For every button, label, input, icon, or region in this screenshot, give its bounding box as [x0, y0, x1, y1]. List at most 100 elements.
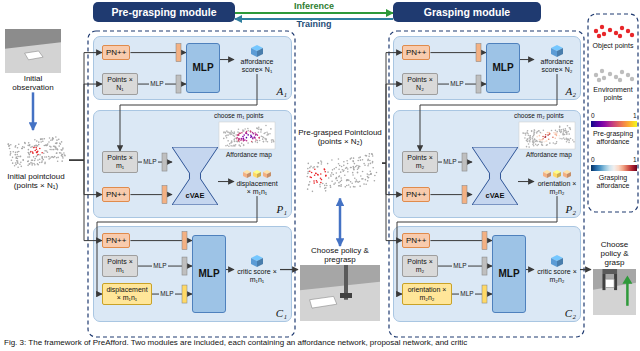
point — [536, 136, 538, 138]
annotation: 0 — [591, 112, 595, 119]
point — [22, 159, 24, 161]
feature-vector — [176, 44, 181, 62]
point — [28, 153, 30, 155]
gripper — [614, 274, 617, 290]
point — [538, 130, 540, 132]
point — [14, 146, 16, 148]
point — [338, 182, 340, 184]
point — [12, 151, 14, 153]
point — [273, 140, 275, 142]
point — [316, 182, 318, 184]
point — [559, 135, 561, 137]
point — [236, 140, 238, 142]
point — [27, 165, 29, 167]
displacement-box: displacement × m₁n₁ — [102, 283, 152, 305]
mlp-box: MLP — [492, 235, 526, 313]
point — [36, 148, 38, 150]
dashed-frame — [88, 31, 295, 337]
point — [264, 132, 266, 134]
node-text: PN++ — [106, 190, 126, 199]
connector — [32, 92, 35, 130]
point — [536, 140, 538, 142]
point — [20, 166, 22, 168]
point — [562, 133, 564, 135]
point — [23, 147, 25, 149]
cube-face — [267, 172, 271, 178]
point — [559, 138, 561, 140]
point — [55, 147, 57, 149]
point — [325, 175, 327, 177]
point — [340, 184, 342, 186]
point — [260, 131, 262, 133]
point — [554, 137, 556, 139]
point — [41, 138, 43, 140]
point — [533, 133, 535, 135]
points-box: Points × m₁ — [102, 151, 138, 173]
image-panel: Initial observation — [3, 28, 63, 92]
point — [267, 133, 269, 135]
point — [238, 138, 240, 140]
point — [22, 146, 24, 148]
legend-dot — [608, 72, 612, 76]
point — [566, 133, 568, 135]
point — [352, 172, 354, 174]
node-text: PN++ — [406, 190, 426, 199]
picture-frame — [300, 265, 380, 321]
point — [306, 176, 308, 178]
node-text: PN++ — [106, 48, 126, 57]
point — [317, 175, 319, 177]
point — [56, 157, 58, 159]
picture-frame — [300, 147, 380, 197]
point — [534, 139, 536, 141]
point — [257, 140, 259, 142]
point — [541, 132, 543, 134]
point — [246, 131, 248, 133]
point — [10, 151, 12, 153]
point — [350, 158, 352, 160]
point — [313, 183, 315, 185]
object — [310, 297, 337, 309]
point — [232, 132, 234, 134]
point — [60, 152, 62, 154]
point — [533, 142, 535, 144]
point — [525, 133, 527, 135]
point — [358, 167, 360, 169]
point — [228, 132, 230, 134]
node-text: critic score × m₂n₂ — [534, 268, 580, 284]
point — [346, 160, 348, 162]
point — [356, 180, 358, 182]
score-icon — [534, 167, 580, 180]
affordance-map — [219, 122, 275, 149]
legend-dot — [602, 76, 606, 80]
point — [33, 163, 35, 165]
point — [44, 145, 46, 147]
cube-face — [253, 172, 257, 178]
point — [239, 141, 241, 143]
point — [20, 156, 22, 158]
feature-vector — [462, 186, 467, 204]
gripper — [340, 293, 352, 298]
point — [37, 159, 39, 161]
point — [335, 167, 337, 169]
point — [235, 134, 237, 136]
point — [545, 141, 547, 143]
point — [374, 180, 376, 182]
point — [235, 144, 237, 146]
point — [546, 140, 548, 142]
point — [267, 141, 269, 143]
node-text: displacement × m₁n₁ — [105, 286, 149, 302]
connector — [526, 269, 534, 270]
point — [31, 163, 33, 165]
point — [559, 129, 561, 131]
point — [347, 163, 349, 165]
annotation: Affordance map — [526, 151, 572, 158]
point — [340, 178, 342, 180]
point — [372, 156, 374, 158]
node-text: MLP — [498, 268, 519, 280]
point — [527, 130, 529, 132]
picture — [300, 147, 380, 197]
point — [309, 171, 311, 173]
picture-frame — [5, 29, 61, 73]
point — [243, 145, 245, 147]
point — [309, 177, 311, 179]
